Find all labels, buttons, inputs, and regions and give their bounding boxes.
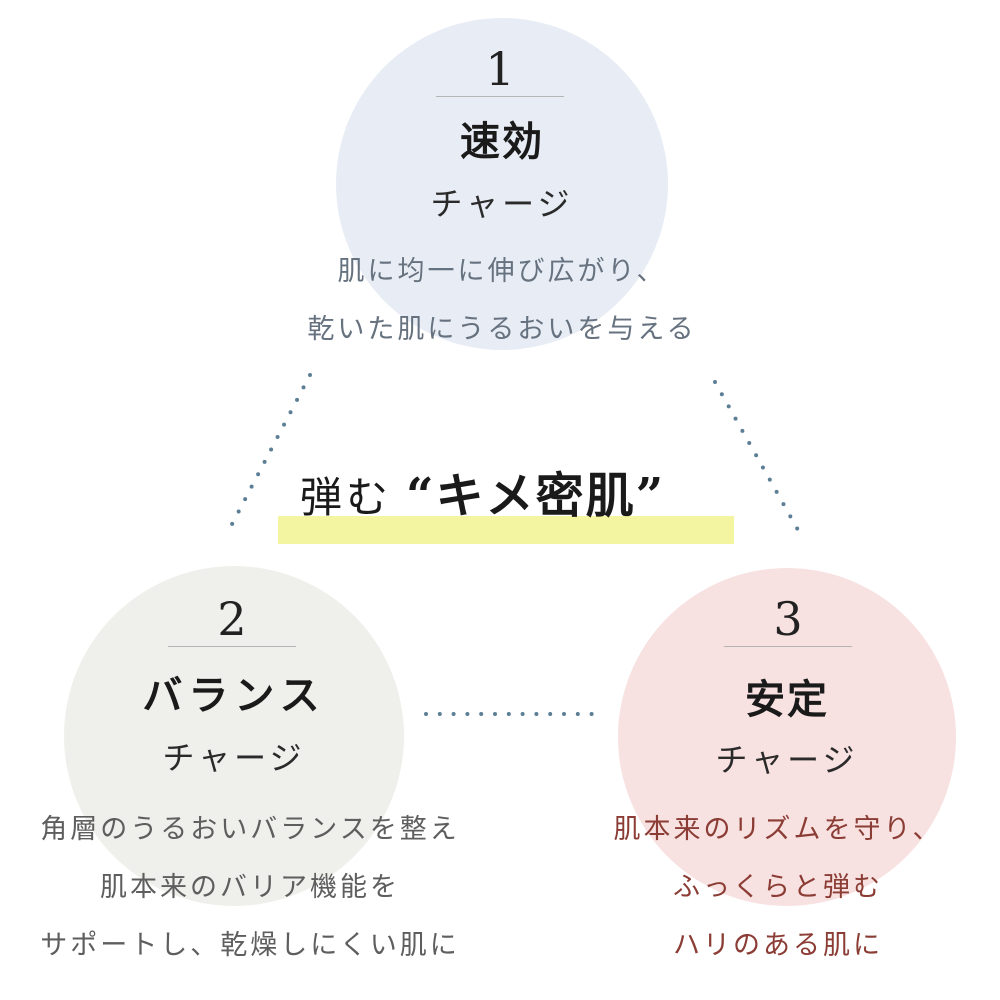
headline-quoted: “キメ密肌”: [406, 468, 666, 524]
item-2-subtitle: チャージ: [162, 739, 306, 777]
item-1-divider: [436, 96, 564, 97]
item-2-desc-line-3: サポートし、乾燥しにくい肌に: [40, 930, 460, 961]
item-3-desc-line-1: 肌本来のリズムを守り、: [613, 814, 943, 845]
item-1-title: 速効: [460, 118, 544, 165]
dotted-line-right: [713, 380, 800, 532]
item-3-desc-line-2: ふっくらと弾む: [673, 872, 883, 903]
item-2-divider: [168, 646, 296, 647]
item-2-desc-line-2: 肌本来のバリア機能を: [100, 872, 400, 903]
item-3-subtitle: チャージ: [715, 741, 859, 779]
circle-1-background: [336, 18, 668, 350]
item-2-desc-line-1: 角層のうるおいバランスを整え: [40, 814, 460, 845]
item-1-subtitle: チャージ: [430, 185, 574, 223]
item-2-title: バランス: [142, 672, 326, 719]
circle-2-background: [64, 566, 404, 906]
item-3-title: 安定: [745, 676, 829, 723]
item-3-desc-line-3: ハリのある肌に: [673, 930, 883, 961]
circle-3-background: [618, 568, 956, 906]
headline-prefix: 弾む: [300, 473, 393, 522]
item-1-number: 1: [485, 42, 515, 96]
dotted-line-left: [228, 373, 312, 530]
item-3-number: 3: [773, 592, 803, 646]
item-2-number: 2: [217, 592, 247, 646]
headline-highlight: [278, 516, 734, 544]
headline: 弾む“キメ密肌”: [300, 472, 665, 520]
item-1-desc-line-1: 肌に均一に伸び広がり、: [337, 256, 667, 287]
item-1-desc-line-2: 乾いた肌にうるおいを与える: [307, 314, 697, 345]
item-3-divider: [724, 646, 852, 647]
